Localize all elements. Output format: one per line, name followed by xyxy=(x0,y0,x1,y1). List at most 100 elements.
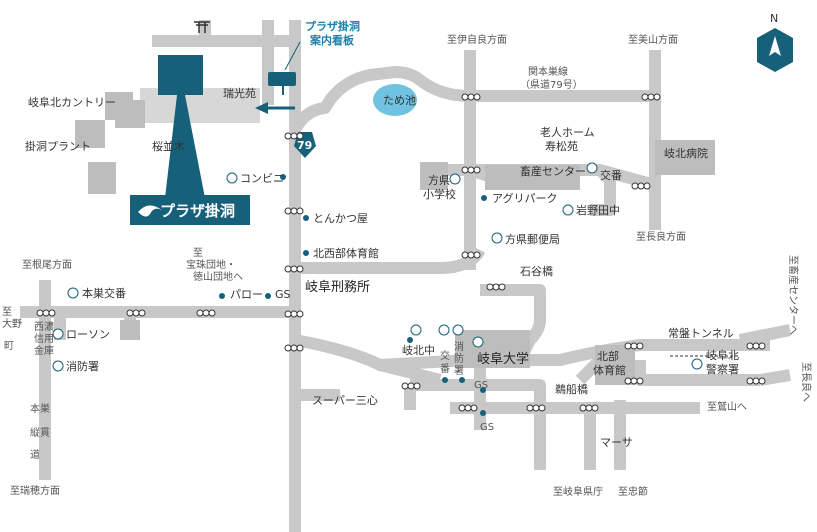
label-gym-nw: 北西部体育館 xyxy=(313,246,379,260)
koban-icon xyxy=(67,287,79,299)
label-motosu-route-2: 縦貫 xyxy=(30,426,50,439)
label-gifu-country: 岐阜北カントリー xyxy=(28,96,116,109)
label-west-credit-1: 西濃 xyxy=(34,320,54,333)
label-motosu-route-1: 本巣 xyxy=(30,402,50,415)
signboard-icon xyxy=(268,72,296,86)
label-fire-mid-3: 署 xyxy=(454,365,464,377)
gs-mid-dot xyxy=(480,387,486,393)
police-icon xyxy=(691,358,703,370)
label-gs-mid: GS xyxy=(474,380,488,391)
gs-dot xyxy=(265,293,271,299)
label-motosu-route-3: 道 xyxy=(30,448,40,461)
arrow-head-icon xyxy=(255,102,268,114)
map-labels: 岐阜北カントリー 掛洞プラント 瑞光苑 桜並木 コンビニ とんかつ屋 北西部体育… xyxy=(2,33,813,498)
university-icon xyxy=(472,336,484,348)
label-to-onono-1: 至 xyxy=(2,306,12,318)
label-koban-mid-1: 交 xyxy=(440,349,450,362)
label-to-tadasetsu: 至忠節 xyxy=(618,485,648,498)
label-sakuranamiki: 桜並木 xyxy=(152,139,185,153)
label-prison: 岐阜刑務所 xyxy=(305,279,370,295)
label-to-takara-3: 徳山団地へ xyxy=(193,270,243,283)
label-to-takara-2: 宝珠団地・ xyxy=(186,258,236,271)
label-gifu-university: 岐阜大学 xyxy=(477,351,529,367)
fire-mid-icon xyxy=(452,324,464,336)
label-to-mizuho: 至瑞穂方面 xyxy=(10,484,60,497)
gihoku-jhs-icon xyxy=(410,324,422,336)
koban-mid-icon xyxy=(438,324,450,336)
label-nursing-home: 老人ホーム xyxy=(540,126,595,139)
shrine-gate-icon xyxy=(194,21,210,33)
bank-icon xyxy=(52,328,64,340)
label-fire-mid-1: 消 xyxy=(454,340,464,353)
building-blocks xyxy=(75,88,715,385)
label-north-gym-1: 北部 xyxy=(597,349,619,363)
signboard-label-2: 案内看板 xyxy=(309,33,355,47)
label-to-miyama: 至美山方面 xyxy=(628,33,678,46)
label-tonkatsu: とんかつ屋 xyxy=(313,212,368,225)
label-to-takara-1: 至 xyxy=(193,247,203,259)
label-to-onono-2: 大野 xyxy=(2,317,22,330)
label-lawson: ローソン xyxy=(66,328,110,341)
signboard-marker[interactable] xyxy=(268,41,301,95)
label-zuikoen: 瑞光苑 xyxy=(223,86,256,100)
pond-label: ため池 xyxy=(383,94,416,107)
route-number: 79 xyxy=(297,139,312,152)
destination-beam xyxy=(165,95,205,198)
label-jobando-tunnel: 常盤トンネル xyxy=(668,327,734,340)
gym-dot xyxy=(303,250,309,256)
label-koban-east: 交番 xyxy=(600,168,622,182)
label-koban-mid-2: 番 xyxy=(440,363,450,375)
label-north-gym-2: 体育館 xyxy=(593,363,626,377)
label-to-nagara-right: 至長良へ xyxy=(800,362,813,402)
label-gihoku-hospital: 岐北病院 xyxy=(664,146,708,160)
agripark-dot xyxy=(481,195,487,201)
label-to-onono-3: 町 xyxy=(4,341,14,352)
label-hoken-es-2: 小学校 xyxy=(423,187,456,201)
label-kakebora-plant: 掛洞プラント xyxy=(25,139,91,153)
tonkatsu-dot xyxy=(303,215,309,221)
convenience-dot xyxy=(280,174,286,180)
label-to-nebo: 至根尾方面 xyxy=(22,258,72,271)
destination-banner[interactable]: プラザ掛洞 xyxy=(130,195,250,225)
destination-building xyxy=(158,55,203,95)
label-west-credit-3: 金庫 xyxy=(34,344,54,357)
fire-station-icon xyxy=(52,360,64,372)
jhs-icon xyxy=(562,204,574,216)
label-gs: GS xyxy=(275,288,291,301)
fire-mid-dot xyxy=(459,377,465,383)
label-sento-bridge: 鵜船橋 xyxy=(555,382,588,396)
label-seki-motosu: 関本巣線 xyxy=(528,65,568,78)
label-hoken-post: 方県郵便局 xyxy=(505,232,560,246)
label-to-prefecture: 至岐阜県庁 xyxy=(553,485,603,498)
signboard-label-1: プラザ掛洞 xyxy=(305,19,360,33)
label-motosu-koban: 本巣交番 xyxy=(82,286,126,300)
destination-name: プラザ掛洞 xyxy=(160,202,235,220)
label-hoken-es-1: 方県 xyxy=(428,173,450,187)
gs-low-dot xyxy=(480,410,486,416)
label-masa: マーサ xyxy=(600,436,633,449)
label-to-washiyama: 至鷲山へ xyxy=(707,400,747,413)
label-gihoku-police-2: 警察署 xyxy=(706,362,739,376)
label-super-mishin: スーパー三心 xyxy=(312,394,378,407)
label-livestock: 畜産センター xyxy=(520,164,586,178)
label-ishitani-bridge: 石谷橋 xyxy=(520,264,553,278)
gihoku-jhs-dot xyxy=(407,337,413,343)
facility-symbols xyxy=(52,162,703,372)
label-fire-west: 消防署 xyxy=(66,359,99,373)
label-agripark: アグリパーク xyxy=(492,191,557,205)
label-paro: パロー xyxy=(230,288,263,301)
label-pref79: （県道79号） xyxy=(520,78,583,91)
koban-east-icon xyxy=(586,162,598,174)
label-gihoku-police-1: 岐阜北 xyxy=(706,349,739,362)
traffic-signals xyxy=(36,93,766,412)
paro-dot xyxy=(219,293,225,299)
label-convenience: コンビニ xyxy=(240,172,284,185)
convenience-icon xyxy=(226,172,238,184)
label-to-nagara: 至長良方面 xyxy=(636,230,686,243)
label-to-chikusan-center: 至畜産センターへ xyxy=(787,255,800,335)
label-gs-low: GS xyxy=(480,422,494,433)
label-fire-mid-2: 防 xyxy=(454,352,464,365)
compass-label: N xyxy=(770,12,778,25)
label-west-credit-2: 信用 xyxy=(34,333,54,345)
